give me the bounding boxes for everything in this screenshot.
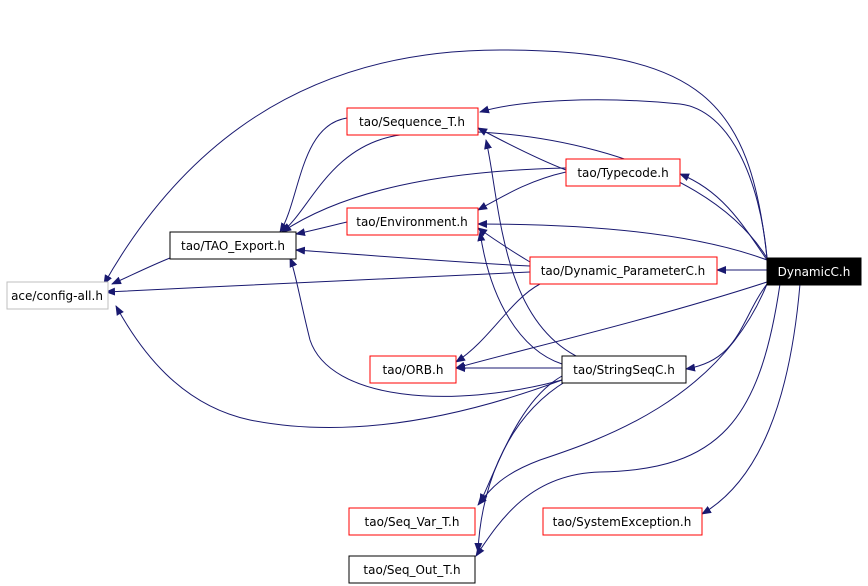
edge-dynamicc-to-typecode [679,173,768,261]
edge-dynamicc-to-systemexception [701,283,801,515]
node-typecode[interactable]: tao/Typecode.h [565,158,681,187]
node-dynamicc[interactable]: DynamicC.h [766,257,862,286]
node-seq-var-t-label: tao/Seq_Var_T.h [365,515,460,529]
edge-stringseqc-to-sequence-t [484,139,581,359]
node-stringseqc-label: tao/StringSeqC.h [573,363,675,377]
node-sequence-t-label: tao/Sequence_T.h [359,115,465,129]
edge-dynamicc-to-sequence-t [479,99,768,259]
edge-dynamicc-to-stringseqc [685,283,768,372]
edge-stringseqc-to-environment [477,231,563,365]
node-dynamic-parameterc[interactable]: tao/Dynamic_ParameterC.h [529,256,718,285]
node-environment-label: tao/Environment.h [356,215,468,229]
node-config-all-label: ace/config-all.h [11,289,103,303]
edge-dynamicc-to-config-all [103,49,768,285]
node-orb-label: tao/ORB.h [383,363,444,377]
edge-stringseqc-to-config-all [115,305,563,429]
edge-typecode-to-environment [477,171,567,211]
node-systemexception-label: tao/SystemException.h [553,515,692,529]
edge-dparam-to-config-all [105,271,531,296]
node-config-all[interactable]: ace/config-all.h [6,281,109,310]
node-tao-export[interactable]: tao/TAO_Export.h [169,231,297,260]
node-dynamic-parameterc-label: tao/Dynamic_ParameterC.h [541,264,706,278]
edge-dynamicc-to-seq-var-t [477,283,768,506]
node-seq-out-t-label: tao/Seq_Out_T.h [363,563,460,577]
edge-stringseqc-to-tao-export [289,257,563,397]
edge-stringseqc-to-seq-out-t [474,379,569,553]
node-seq-out-t[interactable]: tao/Seq_Out_T.h [348,555,476,584]
node-sequence-t[interactable]: tao/Sequence_T.h [346,107,479,136]
node-systemexception[interactable]: tao/SystemException.h [542,507,703,536]
edge-dparam-to-orb [455,283,541,363]
edge-dparam-to-environment [477,227,531,263]
edge-environment-to-tao-export [295,221,348,237]
edge-dynamicc-to-environment [477,220,768,261]
edge-dynamicc-to-tao-export [281,130,768,259]
edge-dynamicc-to-seq-out-t [475,283,781,557]
node-orb[interactable]: tao/ORB.h [369,355,457,384]
edge-stringseqc-to-seq-var-t [479,375,563,504]
node-seq-var-t[interactable]: tao/Seq_Var_T.h [348,507,476,536]
edge-typecode-to-sequence-t [477,127,567,171]
edge-typecode-to-tao-export [281,167,567,233]
node-typecode-label: tao/Typecode.h [577,166,668,180]
node-tao-export-label: tao/TAO_Export.h [181,239,285,253]
node-environment[interactable]: tao/Environment.h [346,207,479,236]
edge-dynamicc-to-orb [455,281,768,370]
node-dynamicc-label: DynamicC.h [778,265,851,279]
edge-dparam-to-tao-export [295,246,531,267]
edge-tao-export-to-config-all [111,257,171,285]
node-stringseqc[interactable]: tao/StringSeqC.h [561,355,687,384]
edge-sequence-t-to-tao-export [279,117,348,233]
